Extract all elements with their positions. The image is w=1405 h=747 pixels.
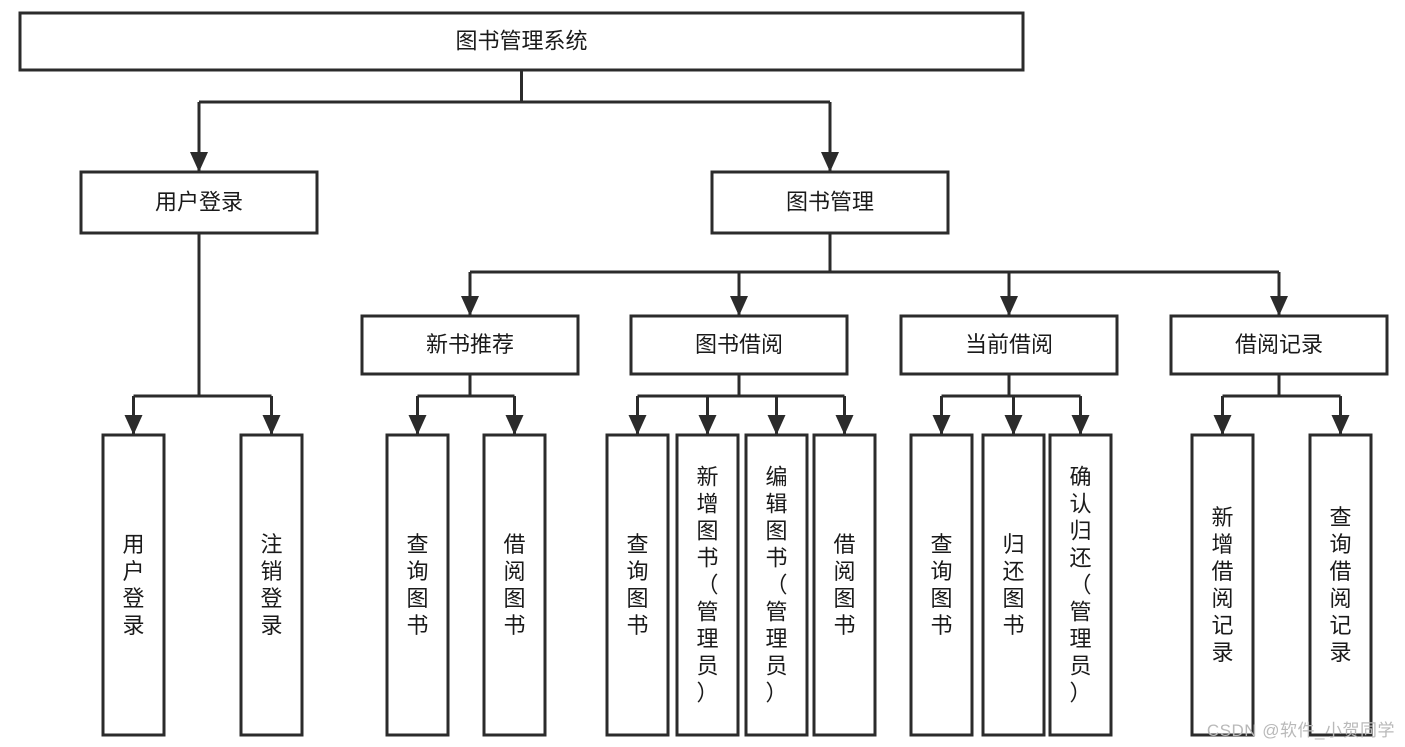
arrow-head-icon (1331, 415, 1350, 435)
node-label-leaf-add-book: 新增图书（管理员） (696, 465, 718, 706)
node-leaf-add-book[interactable]: 新增图书（管理员） (675, 433, 740, 737)
edge-group-borrow-record (1213, 374, 1350, 435)
arrow-head-icon (190, 152, 208, 172)
node-box-leaf-borrow-book-1 (482, 433, 547, 737)
watermark-label: CSDN @软件_小贺同学 (1206, 721, 1395, 740)
node-label-leaf-logout: 注销登录 (260, 532, 282, 638)
node-book-manage[interactable]: 图书管理 (710, 170, 950, 235)
node-leaf-borrow-book-1[interactable]: 借阅图书 (482, 433, 547, 737)
node-box-leaf-query-record (1308, 433, 1373, 737)
arrow-head-icon (1000, 296, 1018, 316)
node-leaf-add-record[interactable]: 新增借阅记录 (1190, 433, 1255, 737)
node-box-borrow-record (1169, 314, 1389, 376)
node-new-book-recommend[interactable]: 新书推荐 (360, 314, 580, 376)
node-box-leaf-borrow-book-2 (812, 433, 877, 737)
node-box-leaf-confirm-return (1048, 433, 1113, 737)
node-label-book-borrow: 图书借阅 (695, 332, 783, 357)
node-label-leaf-query-book-3: 查询图书 (930, 532, 952, 638)
node-book-borrow[interactable]: 图书借阅 (629, 314, 849, 376)
arrow-head-icon (932, 415, 951, 435)
node-box-leaf-add-record (1190, 433, 1255, 737)
node-label-leaf-query-book-2: 查询图书 (626, 532, 648, 638)
edge-group-new-book-recommend (408, 374, 524, 435)
node-label-current-borrow: 当前借阅 (965, 332, 1053, 357)
node-leaf-logout[interactable]: 注销登录 (239, 433, 304, 737)
arrow-head-icon (461, 296, 479, 316)
node-box-new-book-recommend (360, 314, 580, 376)
node-box-leaf-query-book-3 (909, 433, 974, 737)
node-label-leaf-return-book: 归还图书 (1002, 532, 1024, 638)
node-label-user-login: 用户登录 (155, 189, 243, 214)
edge-group-book-borrow (628, 374, 854, 435)
node-borrow-record[interactable]: 借阅记录 (1169, 314, 1389, 376)
node-leaf-query-book-2[interactable]: 查询图书 (605, 433, 670, 737)
node-leaf-query-book-3[interactable]: 查询图书 (909, 433, 974, 737)
edge-group-current-borrow (932, 374, 1090, 435)
node-leaf-user-login[interactable]: 用户登录 (101, 433, 166, 737)
node-box-current-borrow (899, 314, 1119, 376)
node-box-book-borrow (629, 314, 849, 376)
node-label-leaf-user-login: 用户登录 (122, 532, 144, 638)
arrow-head-icon (505, 415, 524, 435)
arrow-head-icon (767, 415, 786, 435)
node-root[interactable]: 图书管理系统 (18, 11, 1025, 72)
node-label-borrow-record: 借阅记录 (1235, 332, 1323, 357)
arrow-head-icon (1004, 415, 1023, 435)
node-box-root (18, 11, 1025, 72)
node-current-borrow[interactable]: 当前借阅 (899, 314, 1119, 376)
node-box-book-manage (710, 170, 950, 235)
node-box-leaf-return-book (981, 433, 1046, 737)
node-layer: 图书管理系统用户登录图书管理新书推荐图书借阅当前借阅借阅记录用户登录注销登录查询… (18, 11, 1389, 737)
node-leaf-query-record[interactable]: 查询借阅记录 (1308, 433, 1373, 737)
arrow-head-icon (730, 296, 748, 316)
node-box-leaf-query-book-1 (385, 433, 450, 737)
arrow-head-icon (262, 415, 281, 435)
node-box-user-login (79, 170, 319, 235)
arrow-head-icon (628, 415, 647, 435)
arrow-head-icon (1270, 296, 1288, 316)
node-label-leaf-query-book-1: 查询图书 (406, 532, 428, 638)
arrow-head-icon (1213, 415, 1232, 435)
node-label-root: 图书管理系统 (455, 28, 587, 53)
node-leaf-query-book-1[interactable]: 查询图书 (385, 433, 450, 737)
node-label-leaf-query-record: 查询借阅记录 (1329, 505, 1351, 665)
arrow-head-icon (1071, 415, 1090, 435)
node-leaf-edit-book[interactable]: 编辑图书（管理员） (744, 433, 809, 737)
edge-group-root (190, 70, 839, 172)
edge-group-book-manage (461, 233, 1288, 316)
node-box-leaf-logout (239, 433, 304, 737)
node-label-leaf-add-record: 新增借阅记录 (1211, 505, 1233, 665)
node-leaf-confirm-return[interactable]: 确认归还（管理员） (1048, 433, 1113, 737)
arrow-head-icon (821, 152, 839, 172)
arrow-head-icon (698, 415, 717, 435)
node-leaf-borrow-book-2[interactable]: 借阅图书 (812, 433, 877, 737)
node-user-login[interactable]: 用户登录 (79, 170, 319, 235)
node-label-leaf-borrow-book-2: 借阅图书 (833, 532, 855, 638)
node-box-leaf-add-book (675, 433, 740, 737)
arrow-head-icon (408, 415, 427, 435)
edge-group-user-login (124, 233, 281, 435)
node-label-book-manage: 图书管理 (786, 189, 874, 214)
node-box-leaf-edit-book (744, 433, 809, 737)
node-box-leaf-query-book-2 (605, 433, 670, 737)
arrow-head-icon (835, 415, 854, 435)
connector-layer (124, 70, 1350, 435)
node-label-leaf-borrow-book-1: 借阅图书 (503, 532, 525, 638)
node-leaf-return-book[interactable]: 归还图书 (981, 433, 1046, 737)
node-label-leaf-edit-book: 编辑图书（管理员） (765, 465, 787, 706)
node-label-leaf-confirm-return: 确认归还（管理员） (1069, 465, 1091, 706)
node-box-leaf-user-login (101, 433, 166, 737)
arrow-head-icon (124, 415, 143, 435)
node-label-new-book-recommend: 新书推荐 (426, 332, 514, 357)
